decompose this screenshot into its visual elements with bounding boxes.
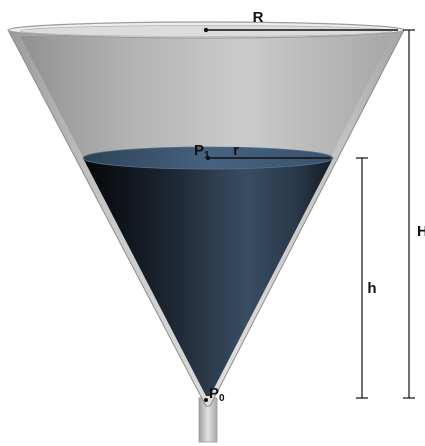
total-height-label: H	[417, 223, 425, 240]
surface-point-label: P1	[194, 142, 210, 161]
outlet-point-label: P0	[209, 385, 225, 404]
top-center-dot	[203, 27, 209, 33]
outlet-point-sub: 0	[219, 393, 225, 404]
liquid-radius-label: r	[233, 142, 239, 159]
top-radius-label: R	[253, 9, 264, 26]
surface-point-sub: 1	[204, 150, 210, 161]
liquid-center-dot	[205, 155, 211, 161]
outlet-point-main: P	[209, 385, 219, 402]
liquid-body	[83, 158, 333, 396]
surface-point-main: P	[194, 142, 204, 159]
outlet-dot	[204, 398, 208, 402]
liquid-height-label: h	[367, 280, 376, 297]
